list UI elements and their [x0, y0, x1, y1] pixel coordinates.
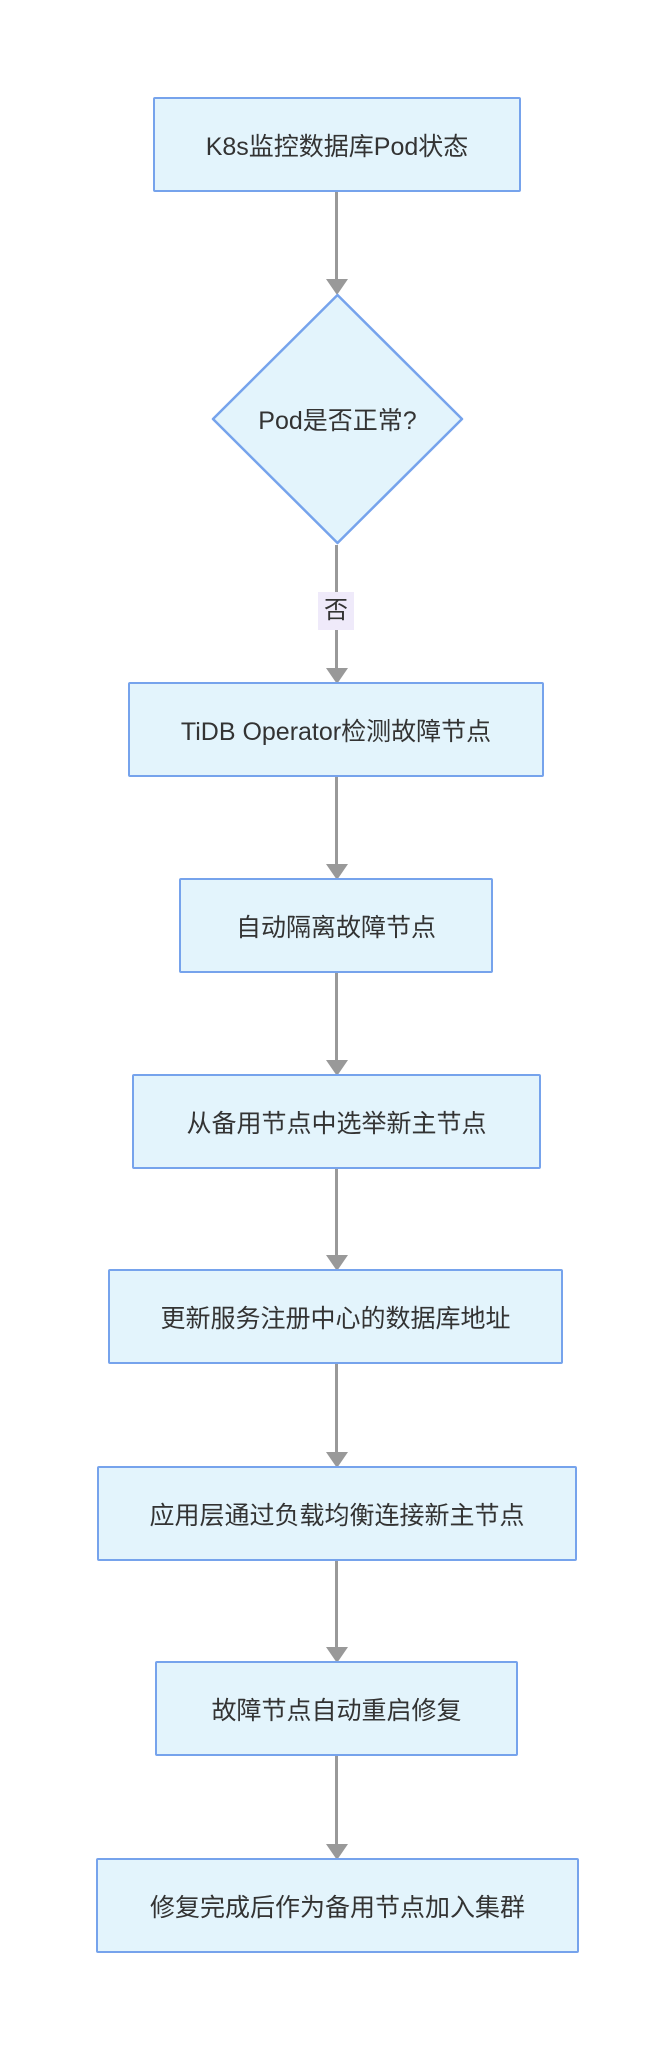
edge-app-to-restart-repair: [325, 1561, 348, 1663]
node-label: K8s监控数据库Pod状态: [205, 132, 469, 161]
edge-line: [335, 1169, 338, 1258]
node-label: TiDB Operator检测故障节点: [180, 717, 492, 746]
node-label: 从备用节点中选举新主节点: [186, 1109, 487, 1138]
edge-monitor-to-check: [325, 192, 348, 295]
arrowhead-down-icon: [325, 1255, 348, 1271]
node-label: 更新服务注册中心的数据库地址: [160, 1304, 511, 1333]
node-pod-status-decision: Pod是否正常?: [211, 293, 464, 545]
node-update-service-registry: 更新服务注册中心的数据库地址: [108, 1269, 563, 1364]
arrowhead-down-icon: [325, 1060, 348, 1076]
edge-line: [335, 192, 338, 282]
edge-registry-to-app-layer: [325, 1364, 348, 1468]
edge-line: [335, 1364, 338, 1455]
edge-line: [335, 1561, 338, 1650]
node-label: 故障节点自动重启修复: [211, 1696, 462, 1725]
arrowhead-down-icon: [325, 1452, 348, 1468]
edge-line: [335, 973, 338, 1063]
edge-label-no: 否: [318, 592, 354, 630]
node-label: 修复完成后作为备用节点加入集群: [149, 1893, 525, 1922]
node-auto-isolate-fault: 自动隔离故障节点: [179, 878, 493, 973]
edge-line: [335, 777, 338, 867]
node-label: Pod是否正常?: [258, 407, 417, 435]
node-k8s-monitor-pod-status: K8s监控数据库Pod状态: [153, 97, 521, 192]
arrowhead-down-icon: [325, 279, 348, 295]
edge-isolate-to-elect: [325, 973, 348, 1076]
node-label: 应用层通过负载均衡连接新主节点: [149, 1501, 525, 1530]
node-elect-new-master: 从备用节点中选举新主节点: [132, 1074, 541, 1169]
arrowhead-down-icon: [325, 864, 348, 880]
arrowhead-down-icon: [325, 1844, 348, 1860]
edge-elect-to-update-registry: [325, 1169, 348, 1271]
edge-line: [335, 1756, 338, 1847]
node-rejoin-cluster-as-standby: 修复完成后作为备用节点加入集群: [96, 1858, 579, 1953]
edge-detect-to-isolate: [325, 777, 348, 880]
arrowhead-down-icon: [325, 1647, 348, 1663]
node-label: 自动隔离故障节点: [235, 913, 436, 942]
node-fault-auto-restart-repair: 故障节点自动重启修复: [155, 1661, 518, 1756]
node-tidb-operator-detect: TiDB Operator检测故障节点: [128, 682, 544, 777]
arrowhead-down-icon: [325, 668, 348, 684]
diamond-shape: [211, 293, 464, 545]
edge-repair-to-rejoin: [325, 1756, 348, 1860]
node-app-connect-load-balancer: 应用层通过负载均衡连接新主节点: [97, 1466, 577, 1561]
